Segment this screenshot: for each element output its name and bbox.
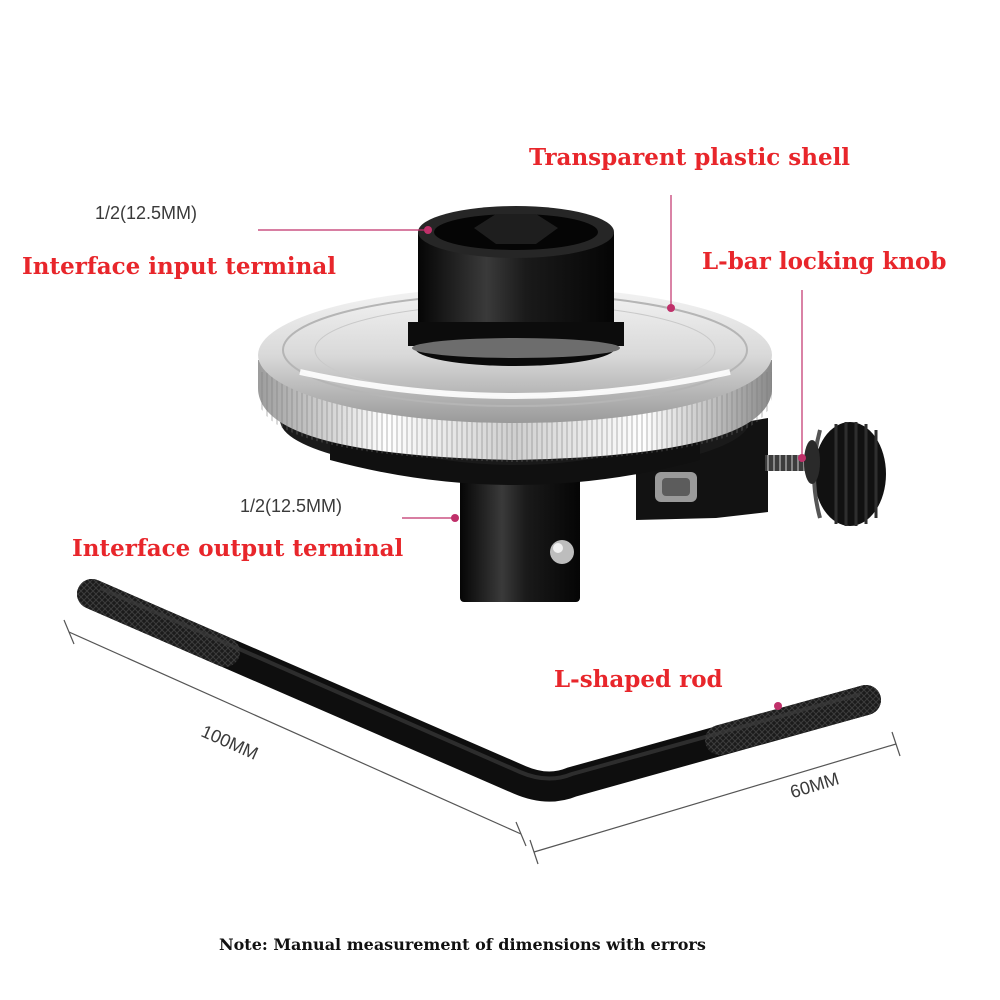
l-shaped-rod xyxy=(77,579,881,802)
input-socket xyxy=(408,206,624,366)
measurement-note: Note: Manual measurement of dimensions w… xyxy=(219,935,706,954)
leader-lines xyxy=(258,195,806,710)
output-size-label: 1/2(12.5MM) xyxy=(240,496,343,516)
shell-label: Transparent plastic shell xyxy=(529,144,851,171)
rod-label: L-shaped rod xyxy=(554,666,723,693)
output-label: Interface output terminal xyxy=(72,535,404,562)
dimension-lines xyxy=(63,619,901,865)
output-drive xyxy=(460,470,580,602)
input-size-label: 1/2(12.5MM) xyxy=(95,203,198,223)
locking-knob xyxy=(804,422,886,526)
input-label: Interface input terminal xyxy=(22,253,337,280)
knob-label: L-bar locking knob xyxy=(702,248,947,275)
